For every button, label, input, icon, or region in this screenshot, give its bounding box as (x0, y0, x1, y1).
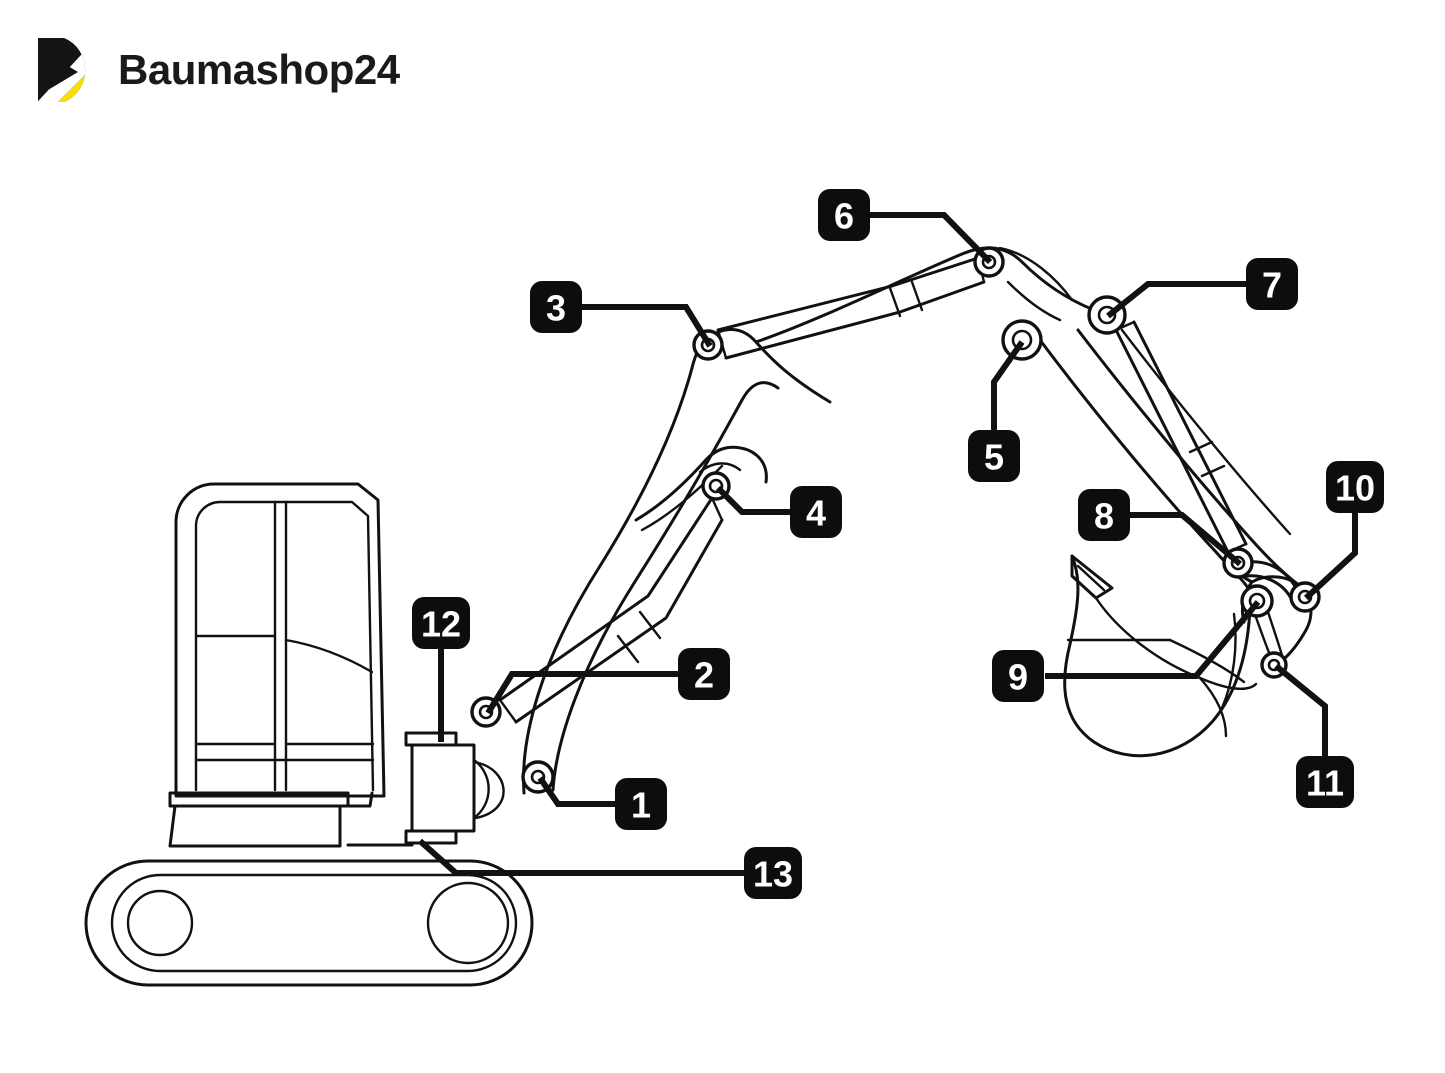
callout-badge-6[interactable]: 6 (818, 189, 870, 241)
callout-badge-shape-11 (1296, 756, 1354, 808)
callout-badge-label-13: 13 (753, 854, 793, 895)
callout-badge-shape-13 (744, 847, 802, 899)
leader-line-8 (1130, 512, 1242, 567)
callout-badge-shape-9 (992, 650, 1044, 702)
leader-line-5 (991, 340, 1025, 430)
callout-badge-label-9: 9 (1008, 657, 1028, 698)
callout-badge-1[interactable]: 1 (615, 778, 667, 830)
callout-badge-label-12: 12 (421, 604, 461, 645)
callout-badge-shape-7 (1246, 258, 1298, 310)
upper-frame (168, 791, 414, 848)
callout-badge-label-2: 2 (694, 655, 714, 696)
leader-line-2 (485, 671, 678, 715)
bucket (1063, 554, 1258, 758)
callout-badge-label-8: 8 (1094, 496, 1114, 537)
callout-badge-10[interactable]: 10 (1326, 461, 1384, 513)
leader-line-10 (1303, 513, 1358, 601)
callout-badge-label-4: 4 (806, 493, 826, 534)
pivot-7 (1087, 295, 1127, 335)
boom-lift-cylinder (498, 496, 724, 724)
callout-badge-label-11: 11 (1306, 763, 1344, 804)
callout-badge-label-7: 7 (1262, 265, 1282, 306)
leader-line-13 (418, 838, 744, 876)
leader-lines (418, 212, 1358, 876)
track-assembly (84, 859, 534, 987)
callout-badge-shape-10 (1326, 461, 1384, 513)
callout-badge-shape-8 (1078, 489, 1130, 541)
callout-badge-13[interactable]: 13 (744, 847, 802, 899)
leader-line-3 (582, 304, 713, 348)
callout-badge-shape-12 (412, 597, 470, 649)
callout-badge-12[interactable]: 12 (412, 597, 470, 649)
callout-badge-label-1: 1 (631, 785, 651, 826)
pivot-4 (701, 471, 731, 501)
callout-badge-11[interactable]: 11 (1296, 756, 1354, 808)
callout-badge-8[interactable]: 8 (1078, 489, 1130, 541)
leader-line-7 (1106, 281, 1246, 319)
brand-name: Baumashop24 (118, 46, 400, 93)
leader-line-11 (1274, 663, 1328, 756)
pivot-5 (1001, 319, 1043, 361)
swing-bracket (404, 731, 505, 845)
callout-badge-label-3: 3 (546, 288, 566, 329)
callout-badge-shape-1 (615, 778, 667, 830)
callout-badge-3[interactable]: 3 (530, 281, 582, 333)
callout-badge-shape-5 (968, 430, 1020, 482)
leader-line-9 (1045, 600, 1261, 679)
callout-badge-shape-2 (678, 648, 730, 700)
callout-badge-label-5: 5 (984, 437, 1004, 478)
brand-header: Baumashop24 (34, 34, 400, 106)
operator-cab (174, 482, 386, 798)
callout-badge-label-10: 10 (1335, 468, 1375, 509)
callout-badge-7[interactable]: 7 (1246, 258, 1298, 310)
callout-badge-shape-4 (790, 486, 842, 538)
callout-badge-shape-3 (530, 281, 582, 333)
callout-badge-shape-6 (818, 189, 870, 241)
leader-line-6 (870, 212, 993, 265)
callout-badge-9[interactable]: 9 (992, 650, 1044, 702)
callout-badge-2[interactable]: 2 (678, 648, 730, 700)
leader-line-4 (715, 485, 790, 515)
callout-badge-5[interactable]: 5 (968, 430, 1020, 482)
baumashop-logo-icon (38, 38, 86, 102)
callout-badge-label-6: 6 (834, 196, 854, 237)
callout-badge-4[interactable]: 4 (790, 486, 842, 538)
